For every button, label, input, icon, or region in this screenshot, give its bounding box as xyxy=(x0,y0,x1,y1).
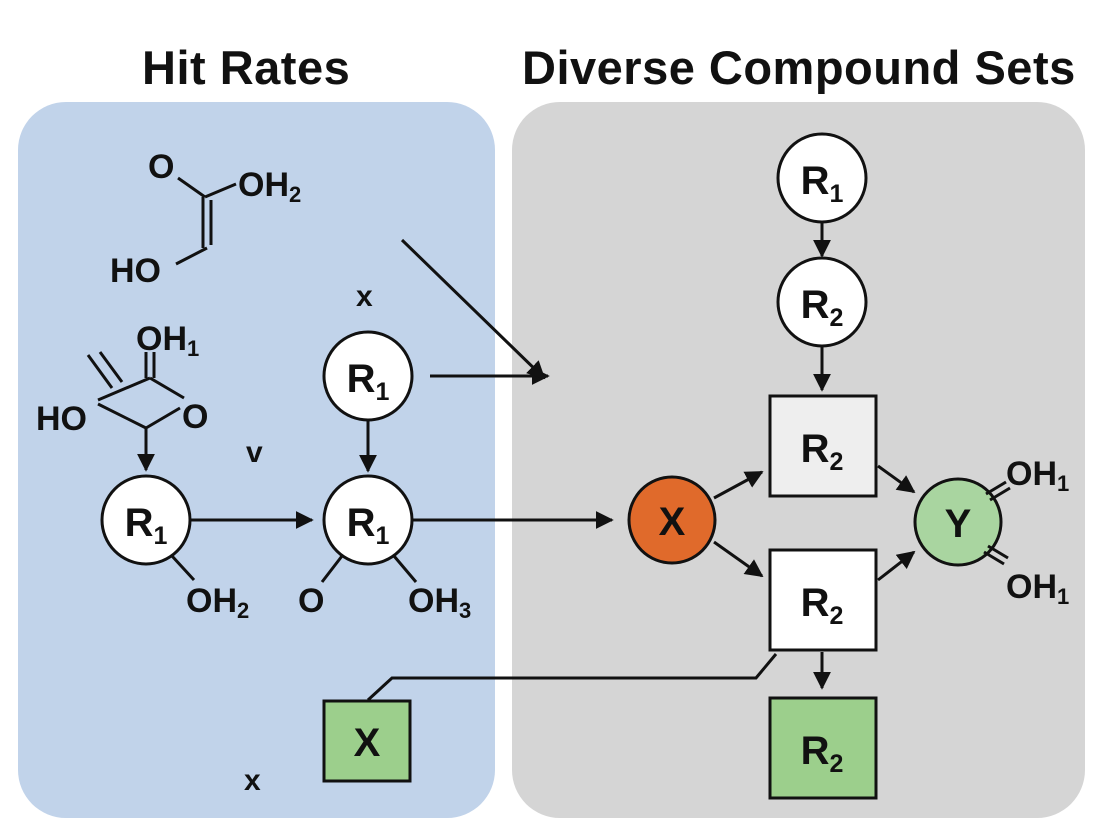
diverse-compound-sets-title: Diverse Compound Sets xyxy=(522,41,1076,94)
node-y: Y OH1 OH1 xyxy=(913,455,1069,609)
node-label: R1 xyxy=(801,159,844,208)
node-label: R2 xyxy=(801,427,844,476)
node-box-r2-green: R2 xyxy=(768,696,878,800)
arrow xyxy=(400,238,546,380)
top-molecule-oh-label: OH2 xyxy=(238,166,301,207)
node-oh-bottom-label: OH1 xyxy=(1006,568,1069,609)
bond xyxy=(983,550,1005,566)
circle-shape xyxy=(100,474,192,566)
node-right-r2: R2 xyxy=(776,256,868,348)
box-shape xyxy=(322,699,412,783)
circle-shape xyxy=(913,477,1003,567)
arrow xyxy=(713,540,764,578)
node-oh-label: OH2 xyxy=(186,582,249,623)
node-label: R2 xyxy=(801,283,844,332)
circle-shape xyxy=(776,256,868,348)
box-shape xyxy=(768,394,878,498)
node-o-label: O xyxy=(298,582,324,620)
top-molecule-o-label: O xyxy=(148,148,174,186)
node-label: Y xyxy=(945,502,972,546)
node-oh-label: OH3 xyxy=(408,582,471,623)
box-shape xyxy=(768,696,878,800)
bond xyxy=(985,480,1007,496)
arrow xyxy=(713,470,764,500)
hit-rates-panel xyxy=(18,102,495,818)
circle-shape xyxy=(776,132,868,224)
bond xyxy=(97,376,151,402)
bond xyxy=(320,555,344,583)
node-box-r2-mid: R2 xyxy=(768,548,878,652)
node-label: R1 xyxy=(125,501,168,550)
bond xyxy=(97,402,147,430)
circle-shape xyxy=(627,475,717,565)
bond xyxy=(204,182,237,199)
node-label: R2 xyxy=(801,729,844,778)
x-marker-top: x xyxy=(356,280,373,313)
v-marker: v xyxy=(246,436,263,469)
mid-molecule-o-label: O xyxy=(182,398,208,436)
top-molecule-ho-label: HO xyxy=(110,252,161,290)
bond xyxy=(177,176,206,199)
bond xyxy=(86,354,114,389)
node-right-r1: R1 xyxy=(776,132,868,224)
node-mid-r1-top: R1 xyxy=(322,330,414,422)
top-molecule: O OH2 HO xyxy=(110,148,301,290)
bond xyxy=(145,406,181,430)
node-label: R1 xyxy=(347,357,390,406)
node-mid-r1: R1 O OH3 xyxy=(298,474,471,623)
circle-shape xyxy=(322,474,414,566)
box-shape xyxy=(768,548,878,652)
bond xyxy=(175,246,208,266)
bond xyxy=(392,555,418,583)
mid-molecule: OH1 HO O xyxy=(36,320,208,472)
node-green-x: X xyxy=(322,699,412,783)
node-box-r2-top: R2 xyxy=(768,394,878,498)
node-label: X xyxy=(354,721,381,765)
x-marker-bottom: x xyxy=(244,764,261,797)
circle-shape xyxy=(322,330,414,422)
hit-rates-title: Hit Rates xyxy=(142,41,351,94)
node-label: X xyxy=(659,500,686,544)
node-label: R2 xyxy=(801,581,844,630)
bond xyxy=(149,376,185,400)
mid-molecule-ho-label: HO xyxy=(36,400,87,438)
bond xyxy=(987,544,1009,560)
node-left-r1: R1 OH2 xyxy=(100,474,249,623)
bond xyxy=(170,554,196,582)
bond xyxy=(989,486,1011,502)
node-label: R1 xyxy=(347,501,390,550)
arrow xyxy=(877,464,916,494)
bond xyxy=(98,351,124,383)
mid-molecule-oh-label: OH1 xyxy=(136,320,199,361)
connector xyxy=(366,653,778,702)
node-oh-top-label: OH1 xyxy=(1006,455,1069,496)
arrow xyxy=(877,550,916,582)
node-x: X xyxy=(627,475,717,565)
